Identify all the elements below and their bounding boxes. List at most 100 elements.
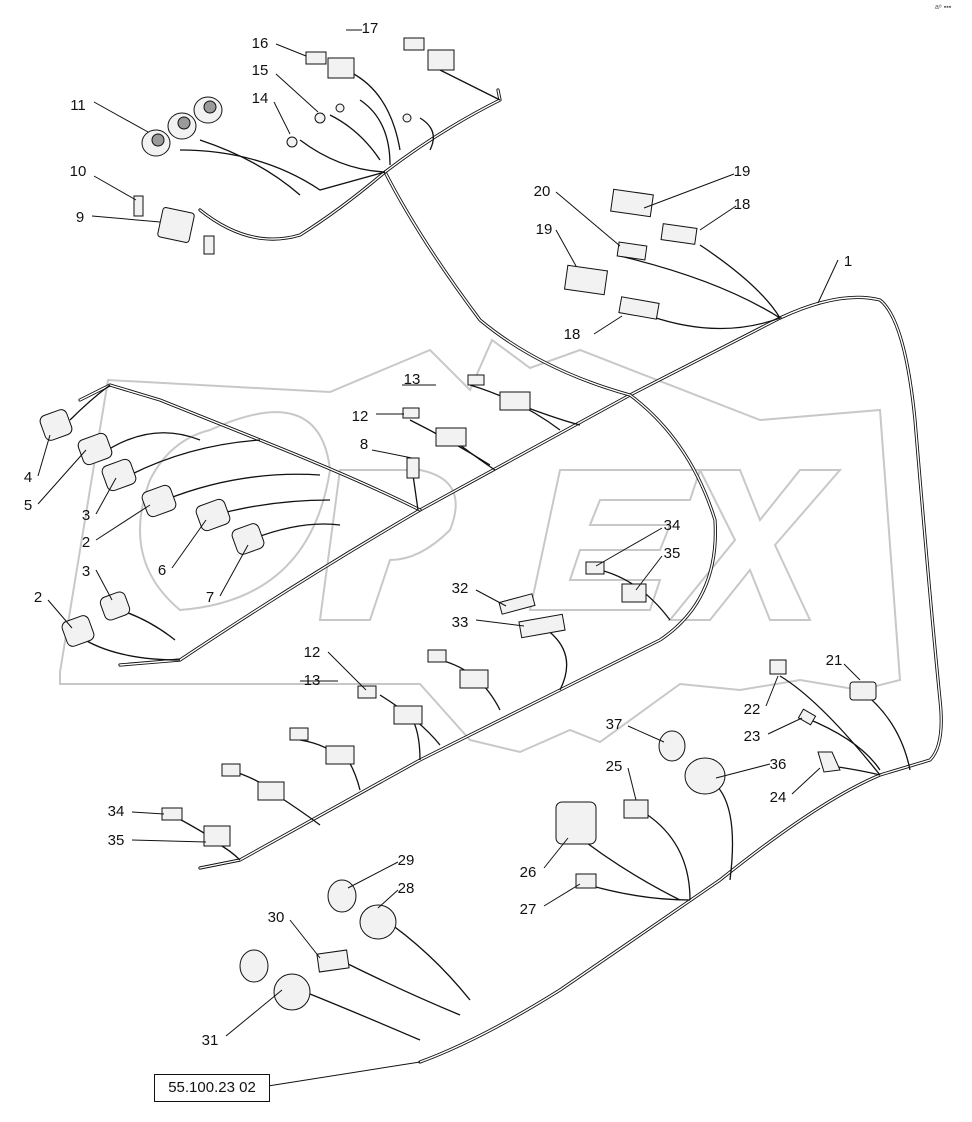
- callout-c24: 24: [770, 789, 787, 806]
- callout-c20: 20: [534, 183, 551, 200]
- connector-22: [769, 659, 787, 675]
- callout-c10: 10: [70, 163, 87, 180]
- callout-leader-c20: [555, 191, 621, 247]
- callout-c3b: 3: [82, 563, 90, 580]
- callout-c15: 15: [252, 62, 269, 79]
- callout-c30: 30: [268, 909, 285, 926]
- callout-c6: 6: [158, 562, 166, 579]
- connector-lower-b: [427, 649, 447, 663]
- callout-leader-c15: [275, 73, 319, 113]
- connector-9: [157, 207, 195, 243]
- callout-leader-c35a: [635, 555, 663, 591]
- callout-leader-c2a: [47, 599, 73, 629]
- callout-leader-c27: [543, 883, 581, 907]
- callout-c2a: 2: [34, 589, 42, 606]
- callout-c23: 23: [744, 728, 761, 745]
- corner-mark: a⁸ ▪▪▪: [935, 4, 952, 11]
- plug-19a: [610, 188, 654, 218]
- plug-19b: [563, 264, 609, 296]
- connector-35-mid: [621, 583, 647, 603]
- ring-terminal-group: [286, 103, 412, 148]
- callout-leader-c25: [627, 767, 637, 801]
- callout-leader-c8: [371, 449, 413, 459]
- callout-c11: 11: [70, 97, 86, 114]
- callout-leader-c12b: [327, 651, 367, 691]
- callout-c19a: 19: [734, 163, 751, 180]
- connector-lower-g: [257, 781, 285, 801]
- plug-20: [616, 241, 648, 261]
- callout-leader-c18a: [699, 205, 737, 231]
- callout-c12a: 12: [352, 408, 369, 425]
- callout-leader-c16: [275, 43, 307, 57]
- reference-code-box: 55.100.23 02: [154, 1074, 270, 1102]
- callout-c1: 1: [844, 253, 852, 270]
- callout-c29: 29: [398, 852, 415, 869]
- callout-leader-c29: [347, 861, 399, 889]
- callout-c33: 33: [452, 614, 469, 631]
- callout-c14: 14: [252, 90, 269, 107]
- callout-c25: 25: [606, 758, 623, 775]
- round-socket-31: [273, 973, 311, 1011]
- plug-18a: [660, 223, 698, 245]
- callout-leader-c21: [843, 663, 861, 681]
- callout-leader-c1: [817, 259, 839, 304]
- callout-c27: 27: [520, 901, 537, 918]
- connector-13-lower: [393, 705, 423, 725]
- callout-leader-c14: [273, 101, 291, 135]
- connector-21: [849, 681, 877, 701]
- callout-c34a: 34: [664, 517, 681, 534]
- module-30: [316, 949, 350, 973]
- connector-lower-c: [459, 669, 489, 689]
- multipin-connector-group: [39, 409, 265, 647]
- callout-leader-c28: [377, 889, 399, 909]
- sensor-8: [406, 457, 420, 479]
- connectors: [39, 37, 877, 1011]
- callout-c19b: 19: [536, 221, 553, 238]
- connector-27: [575, 873, 597, 889]
- callout-leader-c4: [37, 434, 51, 477]
- plug-18b: [618, 296, 660, 320]
- connector-34-lower: [161, 807, 183, 821]
- callout-leader-c37: [627, 725, 665, 743]
- callout-c13b: 13: [304, 672, 321, 689]
- callout-leader-c31: [225, 989, 283, 1037]
- callout-leader-c26: [543, 837, 569, 869]
- callout-c32: 32: [452, 580, 469, 597]
- callout-c16: 16: [252, 35, 269, 52]
- callout-leader-c32: [475, 589, 507, 607]
- callout-c28: 28: [398, 880, 415, 897]
- connector-lower-f: [221, 763, 241, 777]
- callout-leader-c34a: [595, 527, 663, 567]
- relay-32: [498, 593, 536, 615]
- callout-c2b: 2: [82, 534, 90, 551]
- callout-c35b: 35: [108, 832, 125, 849]
- callout-c36: 36: [770, 756, 787, 773]
- connector-34-mid: [585, 561, 605, 575]
- connector-17: [327, 57, 355, 79]
- callout-leader-c19b: [555, 229, 577, 267]
- connector-12-upper: [402, 407, 420, 419]
- callout-leader-c9: [91, 215, 161, 223]
- connector-lower-e: [325, 745, 355, 765]
- callout-leader-c30: [289, 919, 321, 959]
- relay-33: [518, 613, 566, 639]
- callout-c7: 7: [206, 589, 214, 606]
- callout-leader-c2b: [95, 504, 151, 541]
- callout-c22: 22: [744, 701, 761, 718]
- bracket-24: [817, 751, 841, 773]
- connector-16: [305, 51, 327, 65]
- callout-leader-c33: [475, 619, 525, 627]
- connector-upper-c: [499, 391, 531, 411]
- connector-upper-b: [467, 374, 485, 386]
- connector-top-right-a: [403, 37, 425, 51]
- callout-leader-c24: [791, 767, 821, 795]
- callout-c8: 8: [360, 436, 368, 453]
- connector-lower-d: [289, 727, 309, 741]
- callout-c17: 17: [362, 20, 379, 37]
- round-connector-group: [141, 96, 223, 157]
- connector-25: [623, 799, 649, 819]
- clip-10: [133, 195, 144, 217]
- callout-c34b: 34: [108, 803, 125, 820]
- module-26: [555, 801, 597, 845]
- callout-leader-c23: [767, 717, 803, 735]
